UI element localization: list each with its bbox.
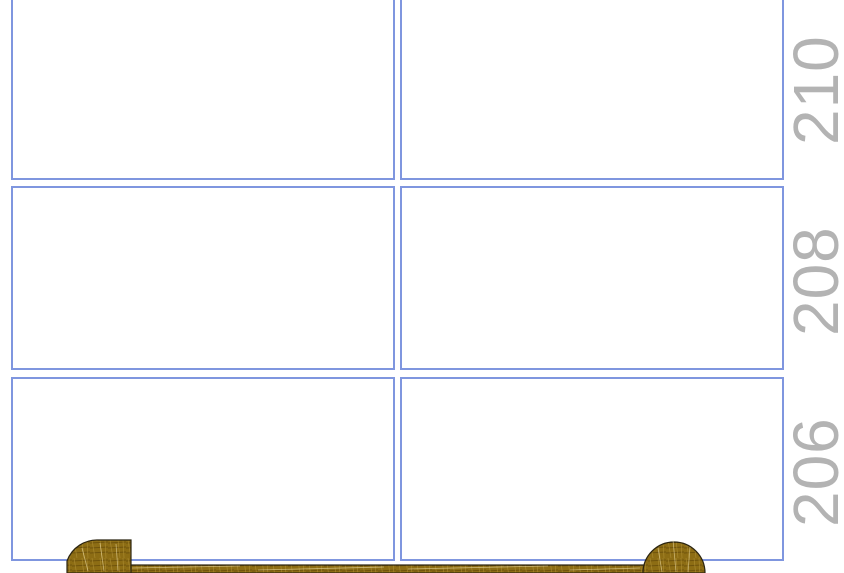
row-label-210: 210 xyxy=(780,35,844,145)
row-label-208: 208 xyxy=(780,226,844,336)
panel-row-210-right xyxy=(401,0,783,179)
row-label-206: 206 xyxy=(780,417,844,527)
panel-row-210-left xyxy=(12,0,394,179)
panel-row-206-right xyxy=(401,378,783,560)
panel-row-208-left xyxy=(12,187,394,369)
panel-row-206-left xyxy=(12,378,394,560)
panel-row-208-right xyxy=(401,187,783,369)
